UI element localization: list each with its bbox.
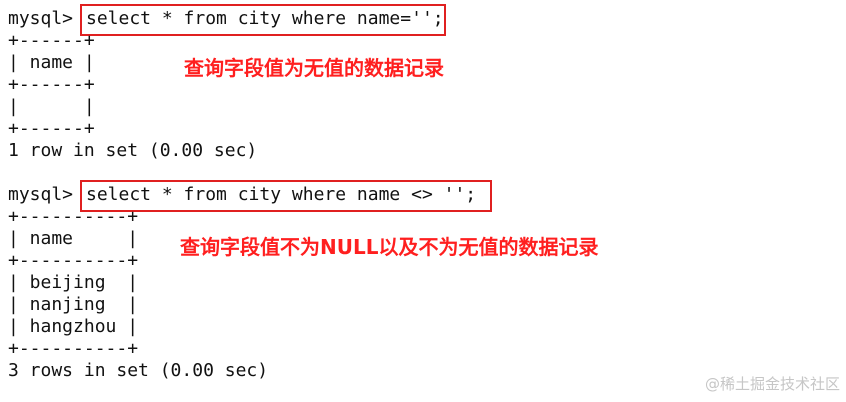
table-header: | name | (8, 228, 139, 249)
watermark: @稀土掘金技术社区 (704, 375, 840, 393)
table-header: | name | (8, 52, 95, 73)
result-summary: 3 rows in set (0.00 sec) (8, 360, 269, 381)
table-border: +------+ (8, 118, 95, 139)
result-summary: 1 row in set (0.00 sec) (8, 140, 258, 161)
table-row: | hangzhou | (8, 316, 139, 337)
table-border: +----------+ (8, 206, 139, 227)
mysql-prompt: mysql> (8, 184, 74, 205)
table-row: | | (8, 96, 95, 117)
sql-command: select * from city where name <> ''; (86, 184, 477, 205)
mysql-prompt: mysql> (8, 8, 74, 29)
sql-command: select * from city where name=''; (86, 8, 444, 29)
table-border: +------+ (8, 30, 95, 51)
table-row: | beijing | (8, 272, 139, 293)
command-highlight-box (80, 180, 492, 212)
table-border: +----------+ (8, 250, 139, 271)
table-border: +------+ (8, 74, 95, 95)
annotation-label: 查询字段值为无值的数据记录 (184, 56, 444, 80)
table-border: +----------+ (8, 338, 139, 359)
command-highlight-box (80, 4, 446, 36)
annotation-label: 查询字段值不为NULL以及不为无值的数据记录 (180, 235, 599, 259)
table-row: | nanjing | (8, 294, 139, 315)
